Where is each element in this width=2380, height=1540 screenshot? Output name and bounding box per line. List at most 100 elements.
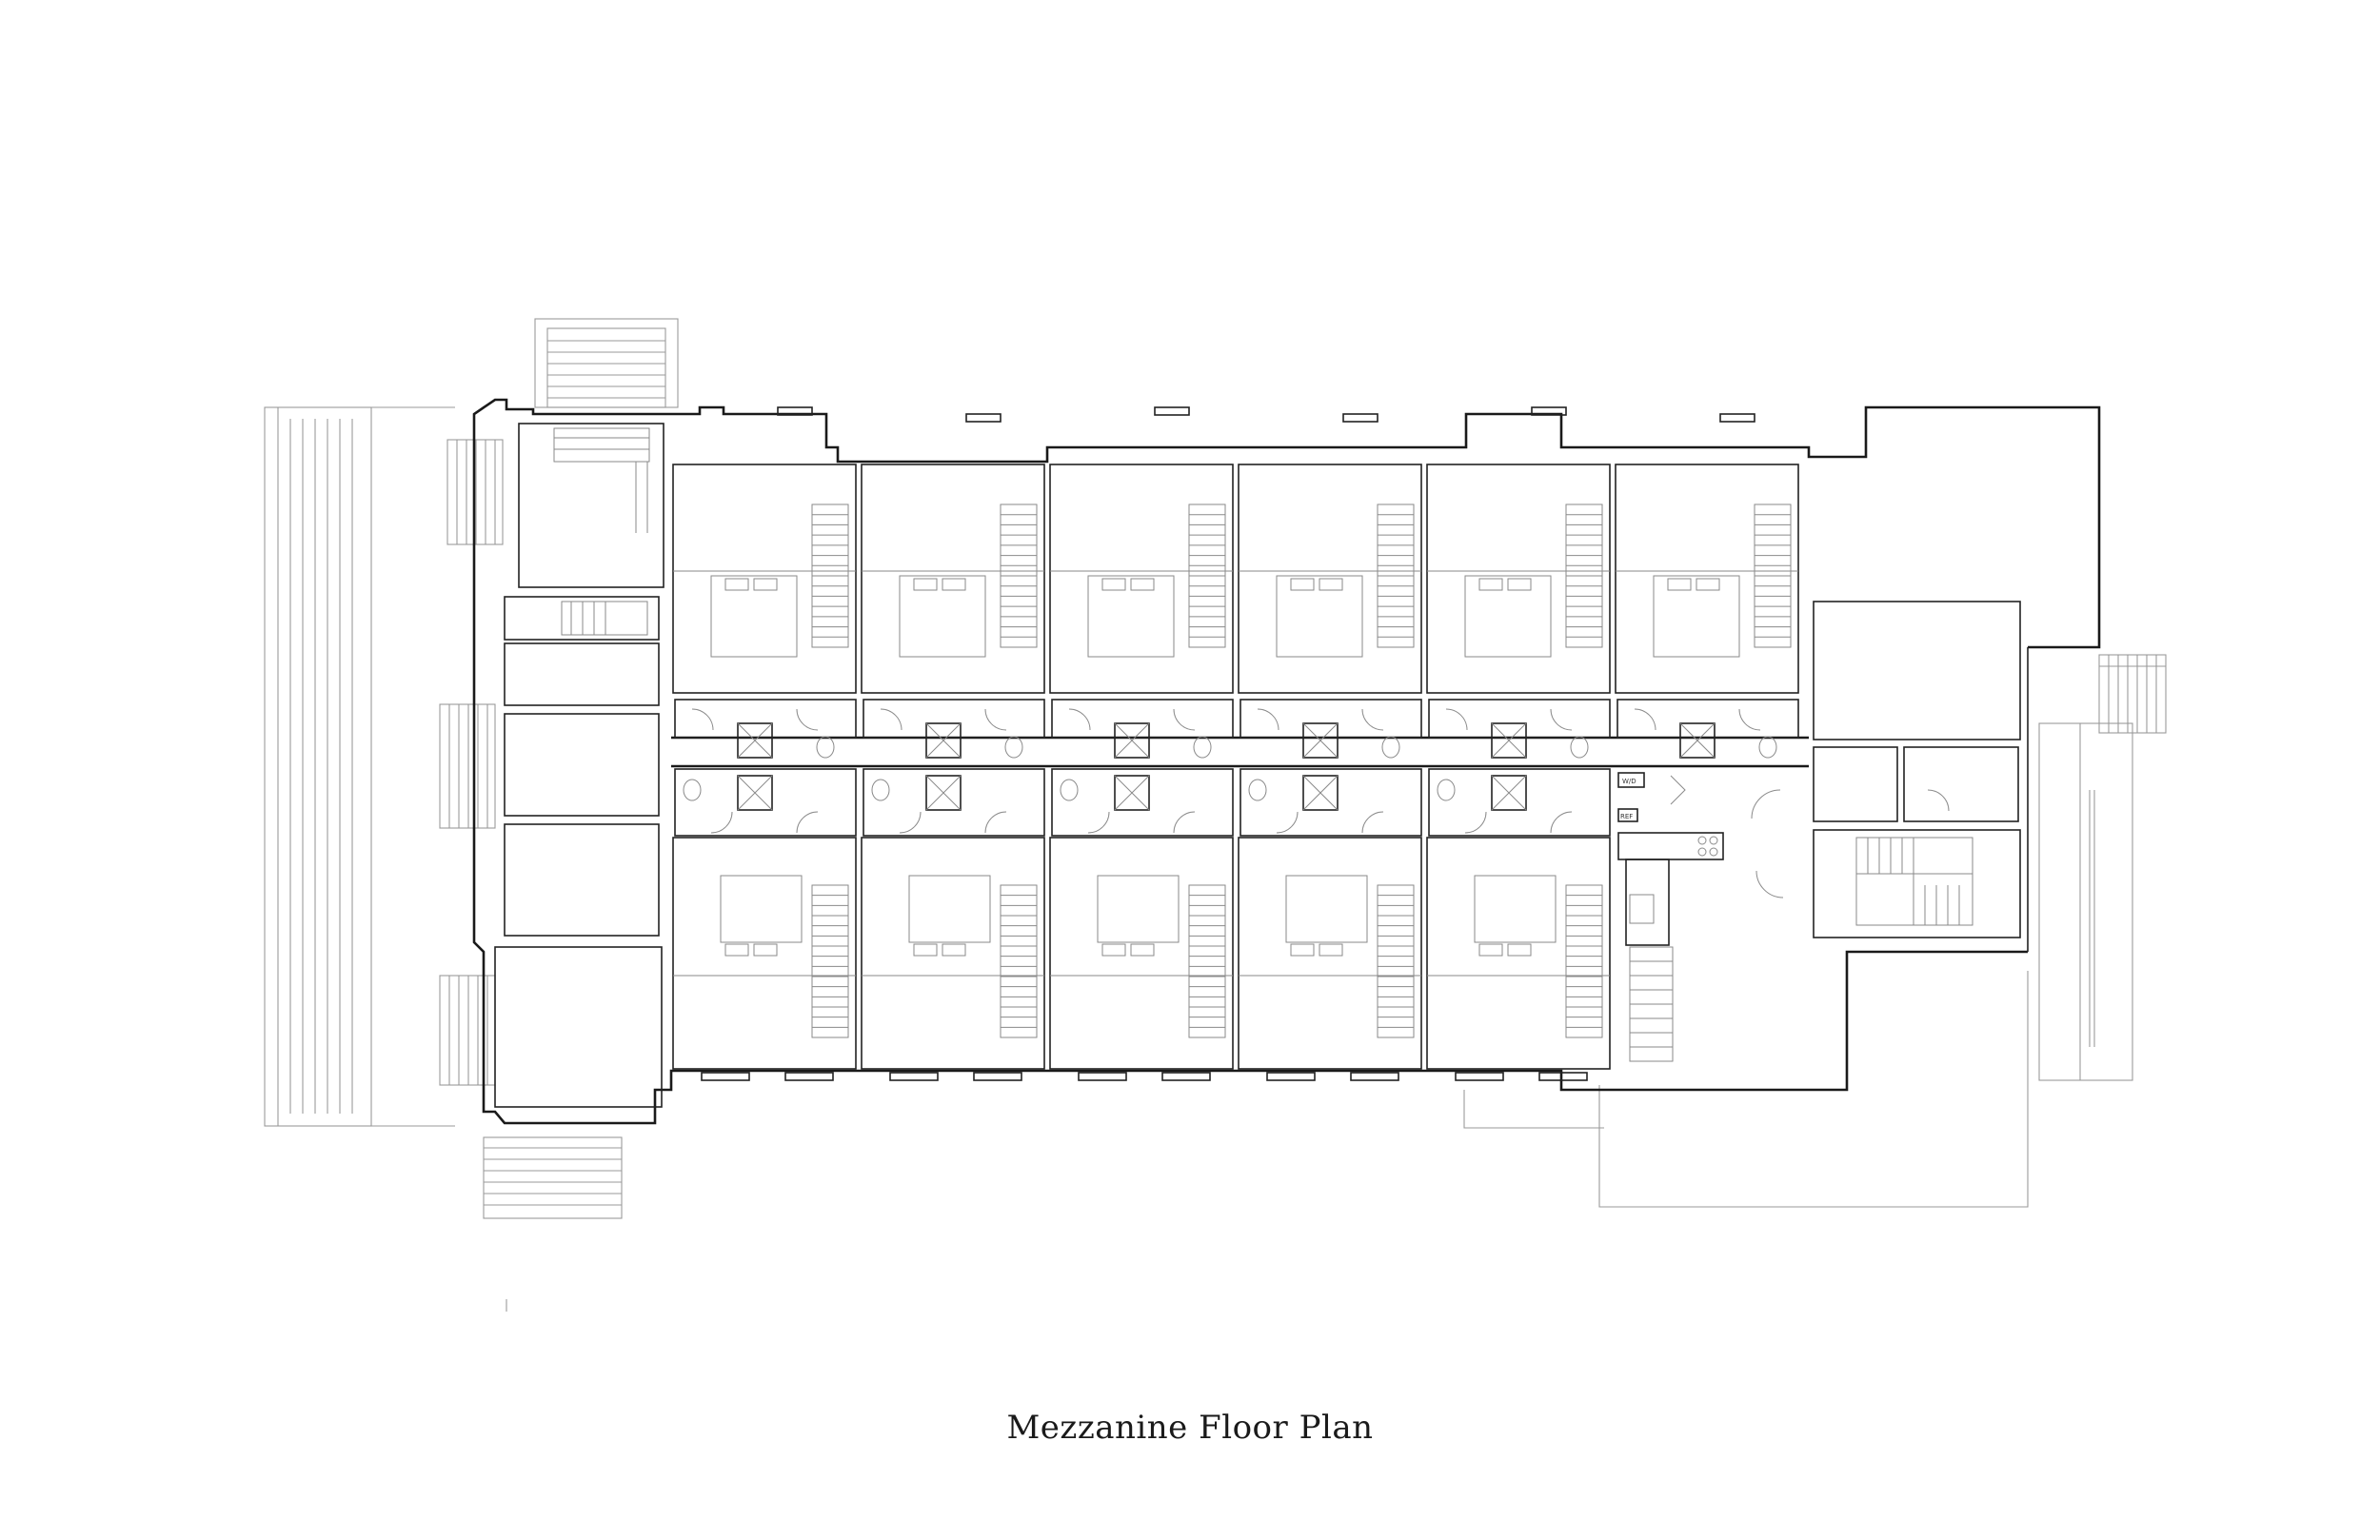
building-outline (472, 398, 2101, 1125)
refrigerator-tag: REF (1620, 813, 1633, 820)
door-swing (1445, 708, 1468, 731)
north-units (672, 406, 1799, 759)
shower (925, 722, 962, 759)
pillow (913, 578, 938, 591)
door-swing (984, 811, 1007, 834)
door-swing (796, 708, 819, 731)
unit-room (861, 464, 1045, 694)
toilet (1381, 736, 1400, 759)
pillow (1319, 578, 1343, 591)
south-unit (1238, 768, 1422, 1081)
shower-cross (737, 722, 773, 759)
south-units (672, 768, 1611, 1081)
stair-run (1565, 884, 1603, 1038)
unit-room (1238, 464, 1422, 694)
north-unit (672, 406, 857, 759)
shower-cross (1679, 722, 1716, 759)
shower-cross (737, 775, 773, 811)
toilet (1437, 779, 1456, 801)
bed (1097, 875, 1180, 943)
shower (1302, 775, 1339, 811)
plan-caption: Mezzanine Floor Plan (1006, 1409, 1374, 1447)
shower (1491, 775, 1527, 811)
toilet (871, 779, 890, 801)
bath-row (1616, 699, 1799, 739)
shower (1302, 722, 1339, 759)
door-swing (1276, 811, 1299, 834)
shower (925, 775, 962, 811)
bed (1464, 575, 1552, 658)
window-bay (973, 1072, 1022, 1081)
pillow (942, 943, 966, 957)
north-unit (1238, 413, 1422, 759)
pillow (753, 943, 778, 957)
door-swing (1738, 708, 1761, 731)
shower-cross (1114, 722, 1150, 759)
north-unit (1426, 406, 1611, 759)
unit-room (1049, 837, 1234, 1070)
pillow (753, 578, 778, 591)
south-unit (672, 768, 857, 1081)
bed (908, 875, 991, 943)
bed (710, 575, 798, 658)
door-swing (1550, 708, 1573, 731)
toilet (1060, 779, 1079, 801)
door-swing (691, 708, 714, 731)
washer-dryer-tag: W/D (1622, 778, 1636, 785)
door-swing (1361, 811, 1384, 834)
door-swing (1087, 811, 1110, 834)
toilet (683, 779, 702, 801)
toilet (1248, 779, 1267, 801)
window-bay (1538, 1072, 1588, 1081)
bed (1276, 575, 1363, 658)
unit-room (861, 837, 1045, 1070)
shower-cross (1302, 722, 1339, 759)
window-bay (1078, 1072, 1127, 1081)
unit-room (1426, 464, 1611, 694)
door-swing (1464, 811, 1487, 834)
shower (1491, 722, 1527, 759)
pillow (1667, 578, 1692, 591)
window-bay (1350, 1072, 1399, 1081)
pillow (913, 943, 938, 957)
bath-row (1240, 768, 1422, 837)
shower-cross (1491, 722, 1527, 759)
shower-cross (925, 722, 962, 759)
south-unit (861, 768, 1045, 1081)
pillow (1290, 943, 1315, 957)
pillow (1130, 943, 1155, 957)
door-swing (1361, 708, 1384, 731)
shower-cross (1491, 775, 1527, 811)
window-bay (1161, 1072, 1211, 1081)
pillow (1696, 578, 1720, 591)
east-site-outline (1463, 654, 2167, 1208)
bath-row (1051, 768, 1234, 837)
shower-cross (1302, 775, 1339, 811)
bath-row (863, 699, 1045, 739)
door-swing (1173, 811, 1196, 834)
stair-run (1188, 884, 1226, 1038)
bath-row (863, 768, 1045, 837)
toilet (1004, 736, 1023, 759)
bath-row (1051, 699, 1234, 739)
window-bay (1719, 413, 1755, 423)
unit-room (1238, 837, 1422, 1070)
bed (720, 875, 803, 943)
toilet (1193, 736, 1212, 759)
bed (1285, 875, 1368, 943)
bath-row (1428, 768, 1611, 837)
toilet (1570, 736, 1589, 759)
unit-room (672, 464, 857, 694)
shower (737, 722, 773, 759)
stair-run (1000, 884, 1038, 1038)
bath-row (674, 699, 857, 739)
unit-room (1615, 464, 1799, 694)
door-swing (1173, 708, 1196, 731)
toilet (816, 736, 835, 759)
pillow (1130, 578, 1155, 591)
door-swing (880, 708, 902, 731)
stair-run (811, 884, 849, 1038)
bath-row (674, 768, 857, 837)
window-bay (1154, 406, 1190, 416)
